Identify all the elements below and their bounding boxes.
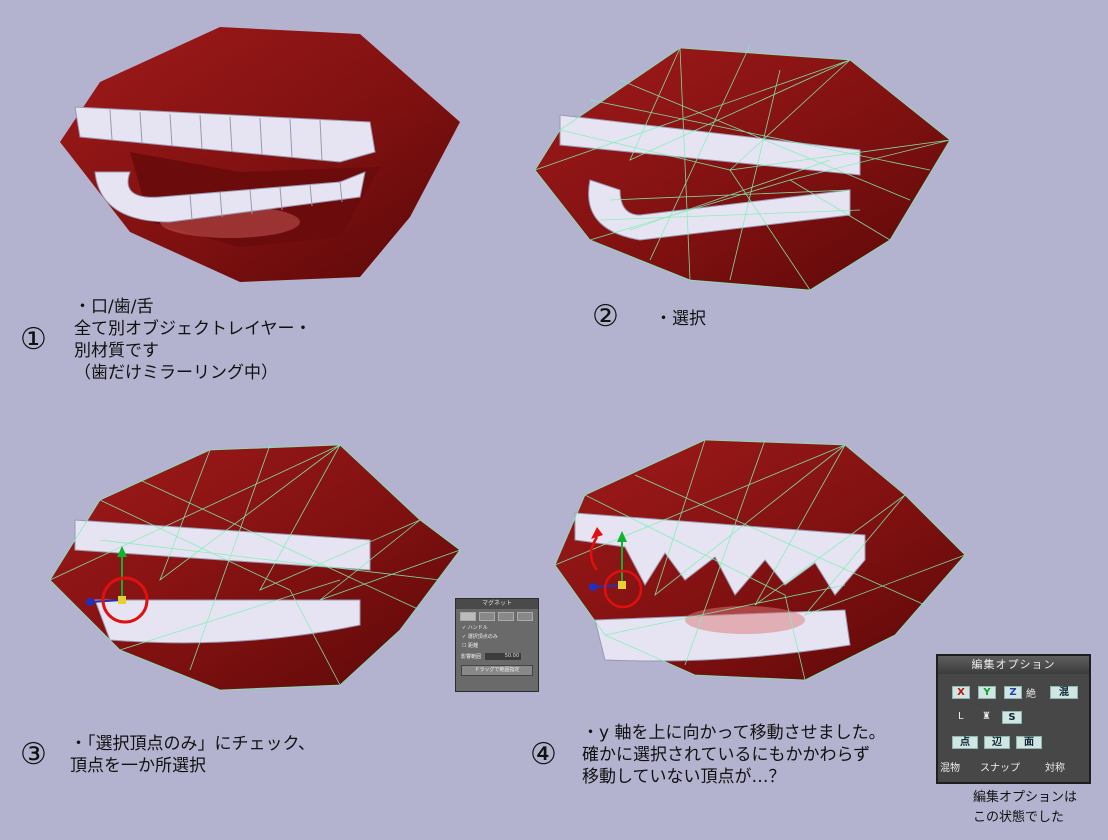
- move-gizmo: [589, 527, 643, 609]
- magnet-range: 影響範囲 50.00: [456, 651, 538, 661]
- magnet-range-label: 影響範囲: [461, 653, 482, 660]
- magnet-mode-icon[interactable]: [479, 612, 495, 621]
- edit-options-panel: 編集オプション X Y Z 絶 混 L ♜ S 点 辺 面 混物 スナップ 対称: [936, 654, 1091, 784]
- step-2-number: ②: [592, 299, 619, 334]
- tooth-icon[interactable]: ♜: [982, 711, 991, 722]
- wireframe: [49, 444, 461, 691]
- edit-options-title: 編集オプション: [938, 656, 1089, 674]
- magnet-panel-title: マグネット: [456, 599, 538, 609]
- axis-y-button[interactable]: Y: [978, 686, 996, 699]
- wireframe: [534, 44, 951, 291]
- magnet-option-selected-only[interactable]: ✓ 選択頂点のみ: [462, 634, 498, 640]
- selection-circle: [603, 569, 643, 609]
- magnet-mode-icon[interactable]: [498, 612, 514, 621]
- up-arrow: [589, 536, 599, 571]
- s-button[interactable]: S: [1002, 711, 1022, 724]
- step-2-caption: ・選択: [655, 309, 706, 329]
- axis-x-button[interactable]: X: [952, 686, 970, 699]
- lower-teeth: [94, 171, 366, 223]
- l-label[interactable]: L: [958, 711, 964, 722]
- upper-teeth: [74, 106, 376, 163]
- abs-label: 絶: [1026, 689, 1036, 700]
- magnet-option-handle[interactable]: ✓ ハンドル: [462, 625, 488, 631]
- lower-teeth: [94, 599, 361, 644]
- move-gizmo: [86, 546, 149, 624]
- snap-label[interactable]: スナップ: [980, 763, 1020, 774]
- axis-z-button[interactable]: Z: [1004, 686, 1022, 699]
- mouth-mesh: [50, 445, 460, 690]
- magnet-range-input[interactable]: 50.00: [485, 652, 522, 660]
- step-4-number: ④: [530, 737, 557, 772]
- point-button[interactable]: 点: [952, 736, 978, 749]
- selection-circle: [101, 576, 149, 624]
- mouth-render-3: [49, 444, 461, 691]
- upper-teeth: [574, 512, 866, 596]
- edge-button[interactable]: 辺: [984, 736, 1010, 749]
- magnet-panel: マグネット ✓ ハンドル ✓ 選択頂点のみ ☐ 距離 影響範囲 50.00 ドラ…: [455, 598, 539, 692]
- mouth-render-2: [534, 44, 951, 291]
- lower-teeth: [588, 179, 851, 241]
- mouth-mesh: [535, 48, 950, 290]
- drag-range-button[interactable]: ドラッグで範囲指定: [461, 665, 533, 676]
- sym-label[interactable]: 対称: [1045, 763, 1065, 774]
- multi-button[interactable]: 混: [1050, 686, 1078, 699]
- step-4-caption: ・y 軸を上に向かって移動させました。 確かに選択されているにもかかわらず 移動…: [582, 723, 886, 787]
- mix-label[interactable]: 混物: [940, 763, 960, 774]
- magnet-mode-icons: [456, 609, 538, 624]
- step-3-number: ③: [20, 737, 47, 772]
- face-button[interactable]: 面: [1016, 736, 1042, 749]
- step-1-number: ①: [20, 322, 47, 357]
- magnet-option-distance[interactable]: ☐ 距離: [462, 643, 479, 649]
- mouth-render-4: [554, 439, 966, 681]
- mouth-render-1: [60, 27, 460, 282]
- step-3-caption: ・「選択頂点のみ」にチェック、 頂点を一か所選択: [70, 734, 315, 776]
- step-1-caption: ・口/歯/舌 全て別オブジェクトレイヤー・ 別材質です （歯だけミラーリング中）: [74, 297, 312, 383]
- wireframe: [554, 439, 966, 681]
- magnet-mode-icon[interactable]: [517, 612, 533, 621]
- edit-options-note: 編集オプションは この状態でした: [973, 790, 1078, 825]
- magnet-mode-icon[interactable]: [460, 612, 476, 621]
